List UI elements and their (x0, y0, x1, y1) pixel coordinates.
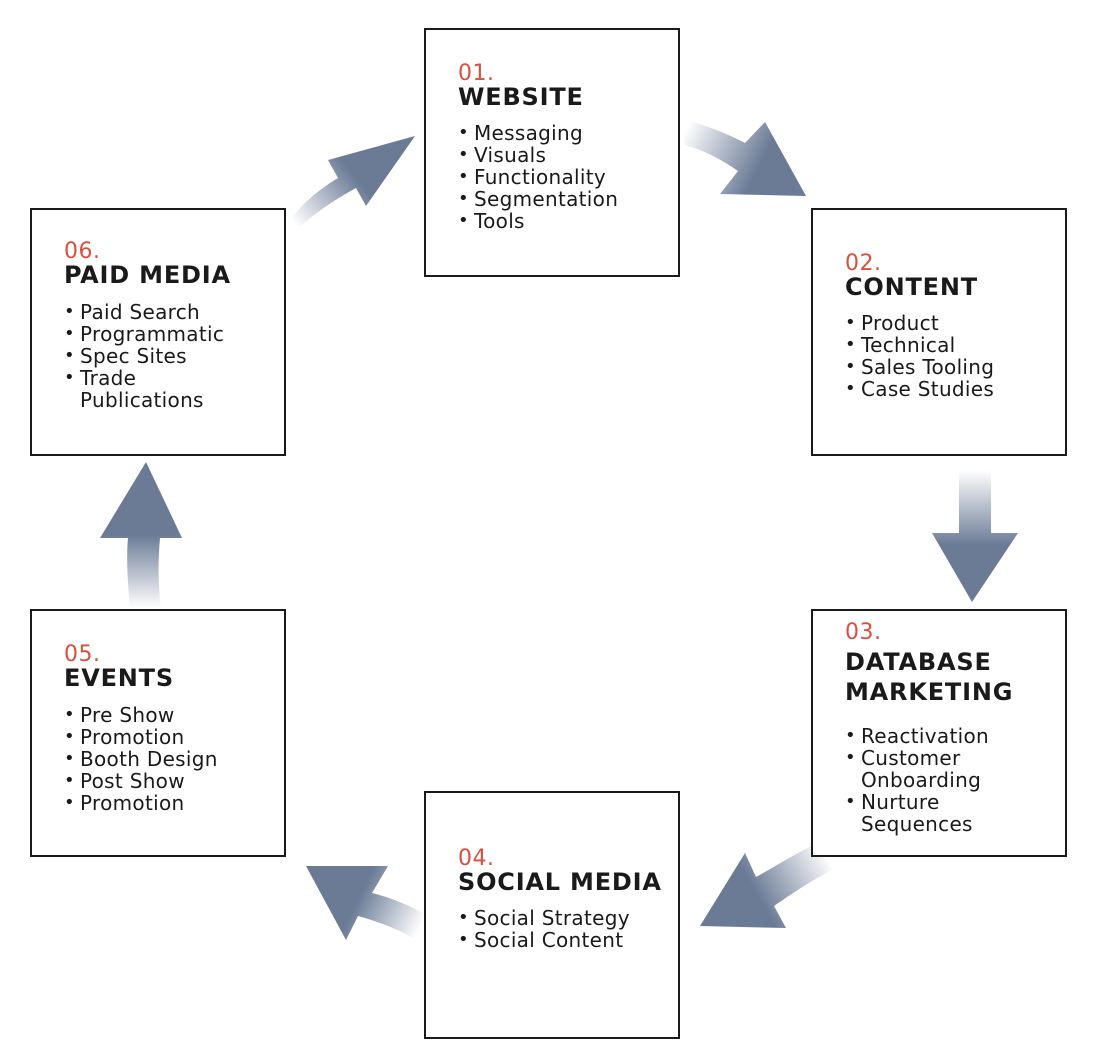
step-number: 05. (64, 642, 101, 667)
step-content-box: 02. CONTENT Product Technical Sales Tool… (811, 208, 1067, 456)
list-item: Messaging (458, 122, 618, 144)
list-item: Technical (845, 334, 994, 356)
list-item: Pre Show (64, 704, 218, 726)
step-title: SOCIAL MEDIA (458, 868, 662, 896)
step-title-line: DATABASE (845, 648, 992, 676)
list-item: Promotion (64, 726, 218, 748)
step-website-box: 01. WEBSITE Messaging Visuals Functional… (424, 28, 680, 277)
list-item: Paid Search (64, 301, 224, 323)
step-number: 06. (64, 239, 101, 264)
list-item: Functionality (458, 166, 618, 188)
list-item: Trade Publications (64, 367, 210, 411)
list-item: Spec Sites (64, 345, 224, 367)
list-item: Product (845, 312, 994, 334)
list-item: Post Show (64, 770, 218, 792)
list-item: Social Strategy (458, 907, 630, 929)
step-number: 01. (458, 61, 495, 86)
step-item-list: Paid Search Programmatic Spec Sites Trad… (64, 301, 224, 411)
step-item-list: Product Technical Sales Tooling Case Stu… (845, 312, 994, 400)
step-title: PAID MEDIA (64, 261, 231, 289)
list-item: Visuals (458, 144, 618, 166)
arrow-content-to-database (932, 470, 1018, 602)
step-item-list: Social Strategy Social Content (458, 907, 630, 951)
list-item: Reactivation (845, 725, 1011, 747)
list-item: Social Content (458, 929, 630, 951)
step-title-line: MARKETING (845, 678, 1014, 706)
list-item: Booth Design (64, 748, 218, 770)
step-item-list: Reactivation Customer Onboarding Nurture… (845, 725, 1011, 835)
step-item-list: Pre Show Promotion Booth Design Post Sho… (64, 704, 218, 814)
step-number: 02. (845, 251, 882, 276)
list-item: Case Studies (845, 378, 994, 400)
step-item-list: Messaging Visuals Functionality Segmenta… (458, 122, 618, 232)
step-title: WEBSITE (458, 83, 584, 111)
step-database-marketing-box: 03. DATABASE MARKETING Reactivation Cust… (811, 609, 1067, 857)
list-item: Customer Onboarding (845, 747, 1011, 791)
step-title: DATABASE MARKETING (845, 647, 1013, 707)
step-title: CONTENT (845, 273, 978, 301)
step-social-media-box: 04. SOCIAL MEDIA Social Strategy Social … (424, 791, 680, 1039)
step-title: EVENTS (64, 664, 174, 692)
step-number: 03. (845, 620, 882, 645)
step-paid-media-box: 06. PAID MEDIA Paid Search Programmatic … (30, 208, 286, 456)
list-item: Promotion (64, 792, 218, 814)
step-events-box: 05. EVENTS Pre Show Promotion Booth Desi… (30, 609, 286, 857)
arrow-social-to-events (306, 866, 423, 942)
list-item: Nurture Sequences (845, 791, 991, 835)
list-item: Sales Tooling (845, 356, 994, 378)
arrow-paid-media-to-website (288, 136, 415, 232)
arrow-website-to-content (684, 120, 806, 196)
arrow-events-to-paid-media (100, 462, 182, 608)
list-item: Segmentation (458, 188, 618, 210)
list-item: Tools (458, 210, 618, 232)
list-item: Programmatic (64, 323, 224, 345)
step-number: 04. (458, 846, 495, 871)
arrow-database-to-social (700, 844, 832, 928)
